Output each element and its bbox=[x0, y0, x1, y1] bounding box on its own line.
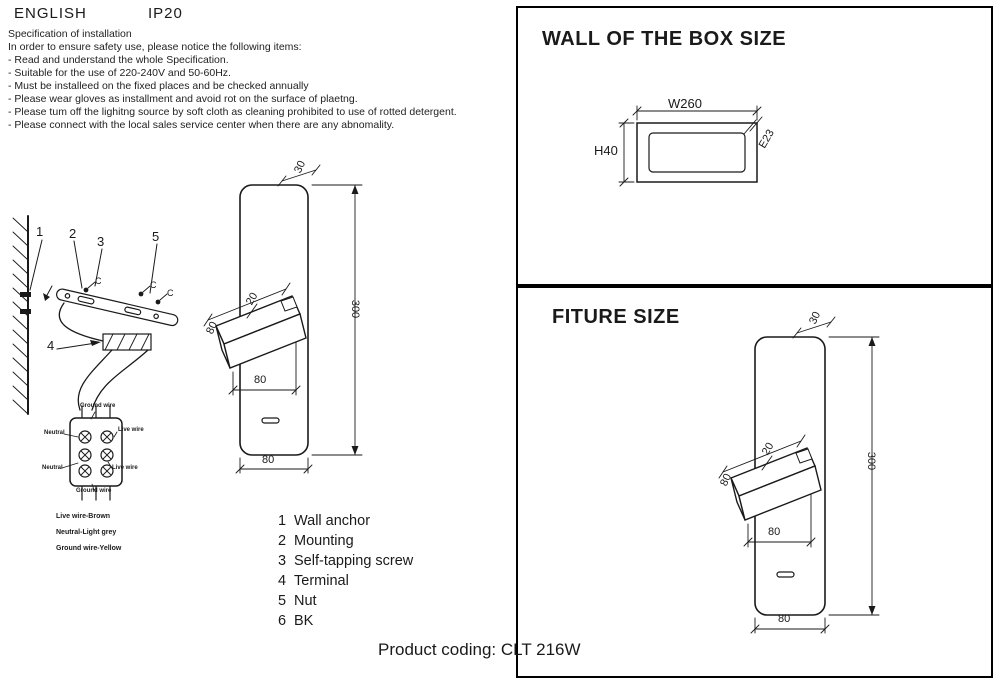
spec-intro: In order to ensure safety use, please no… bbox=[8, 41, 302, 53]
legend-live: Live wire-Brown bbox=[56, 513, 111, 520]
part-number: 2 bbox=[278, 533, 287, 549]
legend-ground: Ground wire-Yellow bbox=[56, 545, 122, 552]
dim-box-w260: W260 bbox=[668, 96, 702, 111]
part-label: Self-tapping screw bbox=[294, 553, 414, 569]
wall-hatch-drawing bbox=[12, 215, 31, 415]
language-label: ENGLISH bbox=[14, 5, 87, 22]
fixture-size-drawing bbox=[718, 316, 880, 634]
panel-dim-bottom-80: 80 bbox=[778, 613, 791, 625]
parts-list-item: 3 Self-tapping screw bbox=[278, 551, 413, 571]
fixture-front-drawing bbox=[203, 164, 363, 474]
mounting-bracket-drawing bbox=[56, 288, 179, 327]
parts-list-item: 6 BK bbox=[278, 611, 413, 631]
marker-leader-lines bbox=[29, 239, 158, 350]
dim-bottom-80: 80 bbox=[262, 454, 275, 466]
part-marker-3: 3 bbox=[97, 234, 105, 249]
product-coding: Product coding: CLT 216W bbox=[378, 640, 581, 659]
wall-box-size-panel bbox=[516, 6, 993, 286]
wire-label-ground-top: Ground wire bbox=[80, 403, 116, 409]
wire-color-legend: Live wire-Brown Neutral-Light grey Groun… bbox=[56, 509, 121, 557]
part-label: BK bbox=[294, 613, 314, 629]
part-number: 6 bbox=[278, 613, 287, 629]
parts-list-item: 1 Wall anchor bbox=[278, 511, 413, 531]
part-number: 3 bbox=[278, 553, 287, 569]
part-number: 5 bbox=[278, 593, 287, 609]
part-marker-4: 4 bbox=[47, 338, 55, 353]
panel-dim-head-span-80: 80 bbox=[768, 526, 781, 538]
fixture-size-panel bbox=[516, 286, 993, 678]
spec-item: - Read and understand the whole Specific… bbox=[8, 54, 229, 66]
box-size-drawing bbox=[618, 105, 763, 187]
parts-list-item: 5 Nut bbox=[278, 591, 413, 611]
dim-head-span-80: 80 bbox=[254, 374, 267, 386]
wire-label-neutral-upper: Neutral bbox=[44, 430, 65, 436]
wire-label-live-lower: Live wire bbox=[112, 465, 138, 471]
spec-item: - Suitable for the use of 220-240V and 5… bbox=[8, 67, 231, 79]
terminal-front-view-drawing bbox=[61, 405, 123, 501]
wire-label-neutral-lower: Neutral bbox=[42, 465, 63, 471]
legend-neutral: Neutral-Light grey bbox=[56, 529, 117, 536]
part-label: Terminal bbox=[294, 573, 349, 589]
panel-dim-height-300: 300 bbox=[865, 451, 878, 471]
spec-item: - Please connect with the local sales se… bbox=[8, 119, 395, 131]
wall-box-size-title: WALL OF THE BOX SIZE bbox=[542, 28, 787, 50]
fixture-dimension-lines bbox=[203, 164, 363, 474]
screw-mark-c3: C bbox=[167, 288, 174, 298]
wire-label-ground-bottom: Ground wire bbox=[76, 488, 112, 494]
spec-item: - Must be installeed on the fixed places… bbox=[8, 80, 309, 92]
part-number: 1 bbox=[278, 513, 287, 529]
spec-item: - Please wear gloves as installment and … bbox=[8, 93, 358, 105]
screw-mark-c2: C bbox=[150, 280, 157, 290]
part-label: Nut bbox=[294, 593, 317, 609]
fixture-size-title: FITURE SIZE bbox=[552, 306, 680, 328]
part-number: 4 bbox=[278, 573, 287, 589]
dim-box-h40: H40 bbox=[594, 143, 618, 158]
spec-title: Specification of installation bbox=[8, 28, 132, 40]
wires-drawing bbox=[58, 302, 149, 411]
spec-item: - Please tum off the lighitng source by … bbox=[8, 106, 457, 118]
parts-list-item: 4 Terminal bbox=[278, 571, 413, 591]
dim-height-300: 300 bbox=[349, 299, 362, 319]
terminal-side-view-drawing bbox=[102, 333, 152, 351]
part-label: Mounting bbox=[294, 533, 354, 549]
part-label: Wall anchor bbox=[294, 513, 371, 529]
screw-glyphs bbox=[83, 281, 168, 305]
parts-list: 1 Wall anchor 2 Mounting 3 Self-tapping scr… bbox=[278, 511, 413, 631]
part-marker-1: 1 bbox=[36, 224, 44, 239]
ip-rating-label: IP20 bbox=[148, 5, 183, 22]
part-marker-5: 5 bbox=[152, 229, 160, 244]
part-marker-2: 2 bbox=[69, 226, 77, 241]
specification-text: Specification of installation In order t… bbox=[8, 28, 513, 132]
screw-mark-c1: C bbox=[95, 276, 102, 286]
parts-list-item: 2 Mounting bbox=[278, 531, 413, 551]
wire-label-live-upper: Live wire bbox=[118, 427, 144, 433]
